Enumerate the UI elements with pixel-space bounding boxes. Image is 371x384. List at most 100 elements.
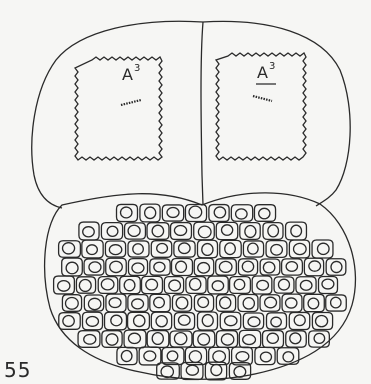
micromere-nucleus	[189, 351, 201, 363]
micromere-nucleus	[152, 225, 163, 237]
micromere-mass	[45, 193, 356, 380]
micromere-nucleus	[202, 315, 213, 327]
micromere-nucleus	[111, 315, 122, 326]
micromere-nucleus	[268, 225, 279, 237]
right-chromosomes	[253, 96, 272, 101]
micromere-nucleus	[236, 209, 247, 219]
micromere-nucleus	[154, 297, 165, 307]
micromere-nucleus	[225, 316, 237, 326]
micromere-nucleus	[145, 207, 156, 218]
micromere-nucleus	[263, 262, 274, 273]
micromere-nucleus	[66, 297, 79, 309]
micromere-nucleus	[167, 207, 179, 217]
micromere-cell	[220, 312, 240, 329]
micromere-nucleus	[107, 226, 118, 236]
micromere-nucleus	[169, 280, 181, 291]
micromere-nucleus	[267, 333, 278, 343]
micromere-cell	[82, 312, 102, 330]
micromere-nucleus	[121, 350, 132, 361]
micromere-nucleus	[202, 244, 213, 256]
micromere-nucleus	[167, 351, 178, 361]
micromere-nucleus	[294, 315, 305, 326]
micromere-nucleus	[278, 279, 289, 290]
micromere-nucleus	[290, 333, 301, 344]
micromere-nucleus	[109, 245, 121, 255]
micromere-nucleus	[213, 351, 226, 362]
micromere-nucleus	[286, 262, 297, 272]
micromere-nucleus	[322, 279, 334, 289]
micromere-nucleus	[220, 297, 231, 309]
micromere-nucleus	[243, 298, 254, 309]
micromere-nucleus	[146, 279, 158, 290]
micromere-nucleus	[174, 333, 186, 345]
micromere-nucleus	[132, 299, 144, 309]
micromere-nucleus	[198, 226, 211, 238]
micromere-nucleus	[248, 317, 260, 327]
micromere-nucleus	[124, 280, 135, 291]
embryo-outline	[32, 21, 350, 208]
micromere-nucleus	[128, 225, 140, 236]
micromere-nucleus	[314, 333, 325, 343]
micromere-nucleus	[236, 352, 249, 362]
micromere-cell	[82, 240, 103, 258]
micromere-nucleus	[152, 333, 163, 345]
figure-number: 55	[4, 358, 31, 382]
micromere-nucleus	[156, 316, 167, 327]
micromere-nucleus	[198, 334, 210, 346]
micromere-nucleus	[259, 208, 270, 218]
micromere-nucleus	[58, 281, 70, 292]
micromere-nucleus	[214, 207, 225, 218]
left-cell-label: A	[122, 65, 133, 84]
micromere-nucleus	[245, 226, 256, 238]
micromere-nucleus	[88, 298, 100, 309]
right-cell-label-superscript: 3	[269, 61, 275, 72]
micromere-nucleus	[291, 225, 302, 237]
micromere-nucleus	[190, 278, 201, 290]
micromere-nucleus	[157, 243, 168, 253]
micromere-nucleus	[109, 298, 121, 308]
micromere-nucleus	[144, 351, 156, 361]
micromere-cell	[78, 331, 100, 348]
micromere-nucleus	[300, 280, 312, 290]
micromere-nucleus	[257, 280, 269, 290]
micromere-nucleus	[265, 297, 277, 308]
micromere-nucleus	[198, 263, 210, 274]
micromere-nucleus	[84, 335, 96, 345]
micromere-nucleus	[294, 243, 307, 254]
micromere-nucleus	[222, 225, 233, 235]
micromere-nucleus	[271, 245, 283, 256]
micromere-nucleus	[134, 315, 145, 326]
cell-division-line	[201, 22, 203, 205]
micromere-nucleus	[198, 297, 209, 307]
micromere-nucleus	[66, 262, 78, 274]
micromere-nucleus	[286, 298, 297, 308]
micromere-nucleus	[219, 261, 232, 272]
micromere-nucleus	[128, 333, 140, 343]
micromere-nucleus	[242, 261, 253, 272]
micromere-nucleus	[87, 245, 98, 255]
micromere-nucleus	[106, 334, 118, 345]
micromere-nucleus	[63, 243, 75, 254]
left-cell-label-superscript: 3	[134, 63, 140, 74]
micromere-nucleus	[89, 262, 101, 273]
right-cell-label: A	[257, 63, 268, 82]
micromere-cell	[139, 347, 161, 365]
left-nucleus-outline	[75, 57, 162, 160]
micromere-nucleus	[176, 261, 187, 272]
micromere-nucleus	[309, 261, 321, 271]
micromere-nucleus	[221, 334, 233, 345]
micromere-nucleus	[189, 206, 202, 218]
micromere-nucleus	[248, 243, 258, 254]
micromere-nucleus	[308, 298, 319, 309]
micromere-nucleus	[234, 279, 245, 289]
micromere-nucleus	[186, 365, 198, 375]
micromere-nucleus	[211, 364, 222, 375]
micromere-nucleus	[176, 297, 188, 309]
micromere-nucleus	[283, 352, 294, 362]
micromere-nucleus	[161, 366, 173, 378]
micromere-nucleus	[243, 335, 256, 345]
micromere-nucleus	[271, 317, 281, 327]
micromere-nucleus	[316, 315, 328, 326]
micromere-cell	[162, 347, 184, 364]
